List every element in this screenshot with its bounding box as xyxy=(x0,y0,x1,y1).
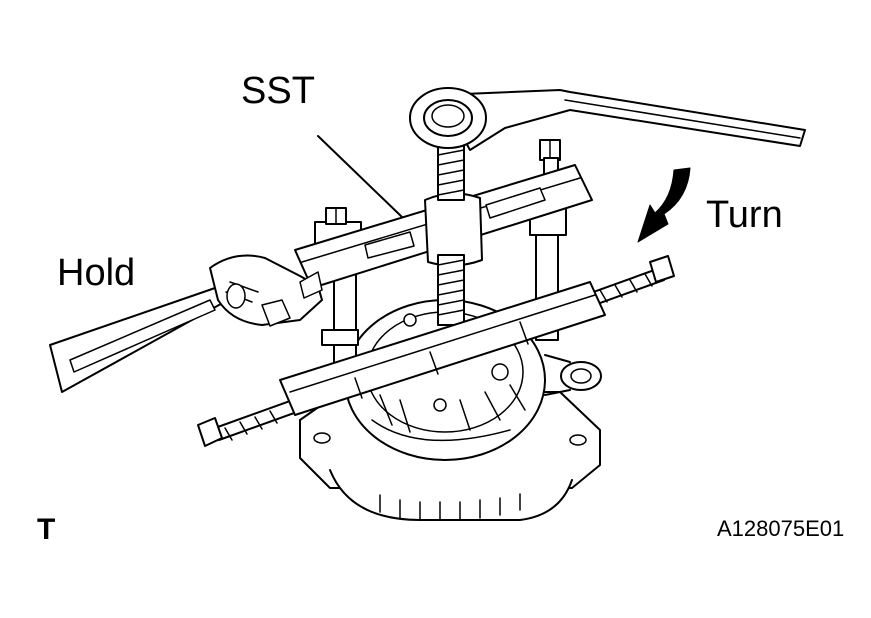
figure-code-label: A128075E01 xyxy=(717,516,845,541)
turn-label: Turn xyxy=(706,194,783,236)
curved-arrow-icon xyxy=(637,167,691,243)
lower-through-bolt xyxy=(197,255,675,447)
view-marker-label: T xyxy=(37,513,56,546)
ring-wrench xyxy=(409,87,806,151)
sst-leader-line xyxy=(317,135,403,218)
sst-label: SST xyxy=(241,70,315,112)
hold-label: Hold xyxy=(57,252,136,294)
adjustable-wrench xyxy=(49,254,323,393)
